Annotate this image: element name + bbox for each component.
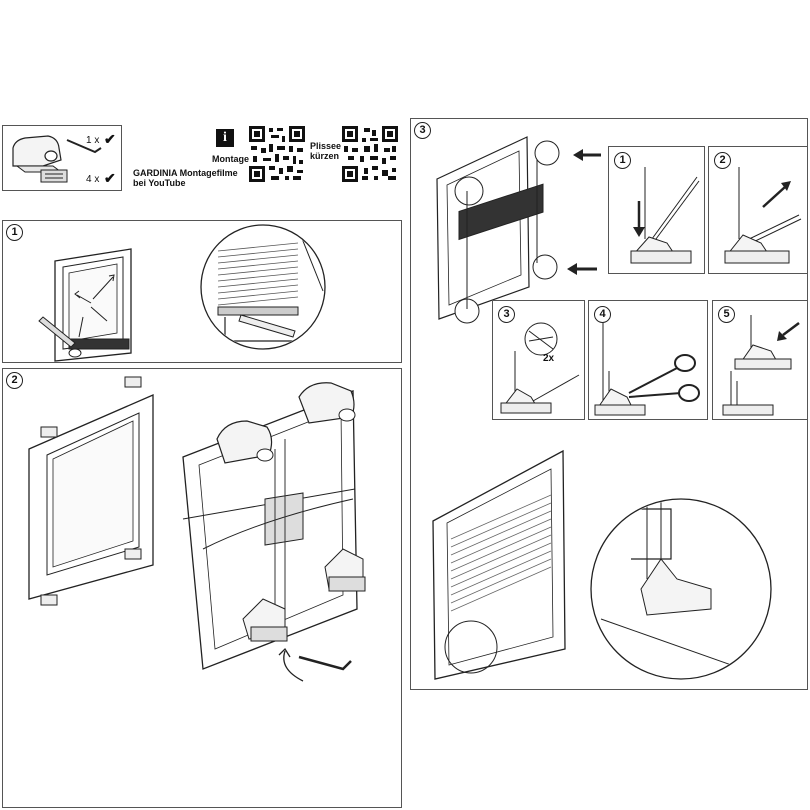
parts-list-box: 1 x ✔ 4 x ✔ [2, 125, 122, 191]
videos-label-line1: GARDINIA Montagefilme [133, 168, 238, 178]
substep-3-illustration [500, 322, 580, 414]
qty-multi-label: 4 x [86, 174, 100, 185]
plissee-label-line1: Plissee [310, 141, 342, 151]
substep-1-panel: 1 [608, 146, 705, 274]
clamp-bracket-icon [12, 135, 68, 183]
qr-code-plissee-kuerzen[interactable] [342, 126, 398, 182]
substep-2-panel: 2 [708, 146, 808, 274]
qty-single-label: 1 x [86, 135, 100, 146]
plissee-label-line2: kürzen [310, 151, 340, 161]
substep-4-panel: 4 [588, 300, 708, 420]
substep-2-number: 2 [714, 152, 731, 169]
substep-5-number: 5 [718, 306, 735, 323]
substep-5-panel: 5 [712, 300, 808, 420]
substep-3-panel: 3 2x [492, 300, 585, 420]
step-1-panel: 1 [2, 220, 402, 363]
cut-count-label: 2x [543, 353, 555, 364]
hex-key-icon [66, 139, 102, 154]
step-1-illustration [38, 224, 326, 362]
check-icon: ✔ [104, 131, 116, 147]
substep-3-number: 3 [498, 306, 515, 323]
step-2-number: 2 [6, 372, 23, 389]
step-3-number: 3 [414, 122, 431, 139]
substep-1-number: 1 [614, 152, 631, 169]
info-icon: i [216, 129, 234, 147]
qr-code-montage[interactable] [249, 126, 305, 182]
substep-1-illustration [630, 167, 700, 264]
substep-5-illustration [722, 315, 800, 416]
substep-4-illustration [594, 323, 700, 416]
step-3-overview-illustration [432, 136, 772, 680]
substep-4-number: 4 [594, 306, 611, 323]
videos-label-line2: bei YouTube [133, 178, 186, 188]
step-2-panel: 2 [2, 368, 402, 808]
montage-label: Montage [212, 154, 249, 164]
check-icon: ✔ [104, 170, 116, 186]
step-2-illustration [28, 376, 366, 682]
substep-2-illustration [724, 167, 802, 264]
step-1-number: 1 [6, 224, 23, 241]
